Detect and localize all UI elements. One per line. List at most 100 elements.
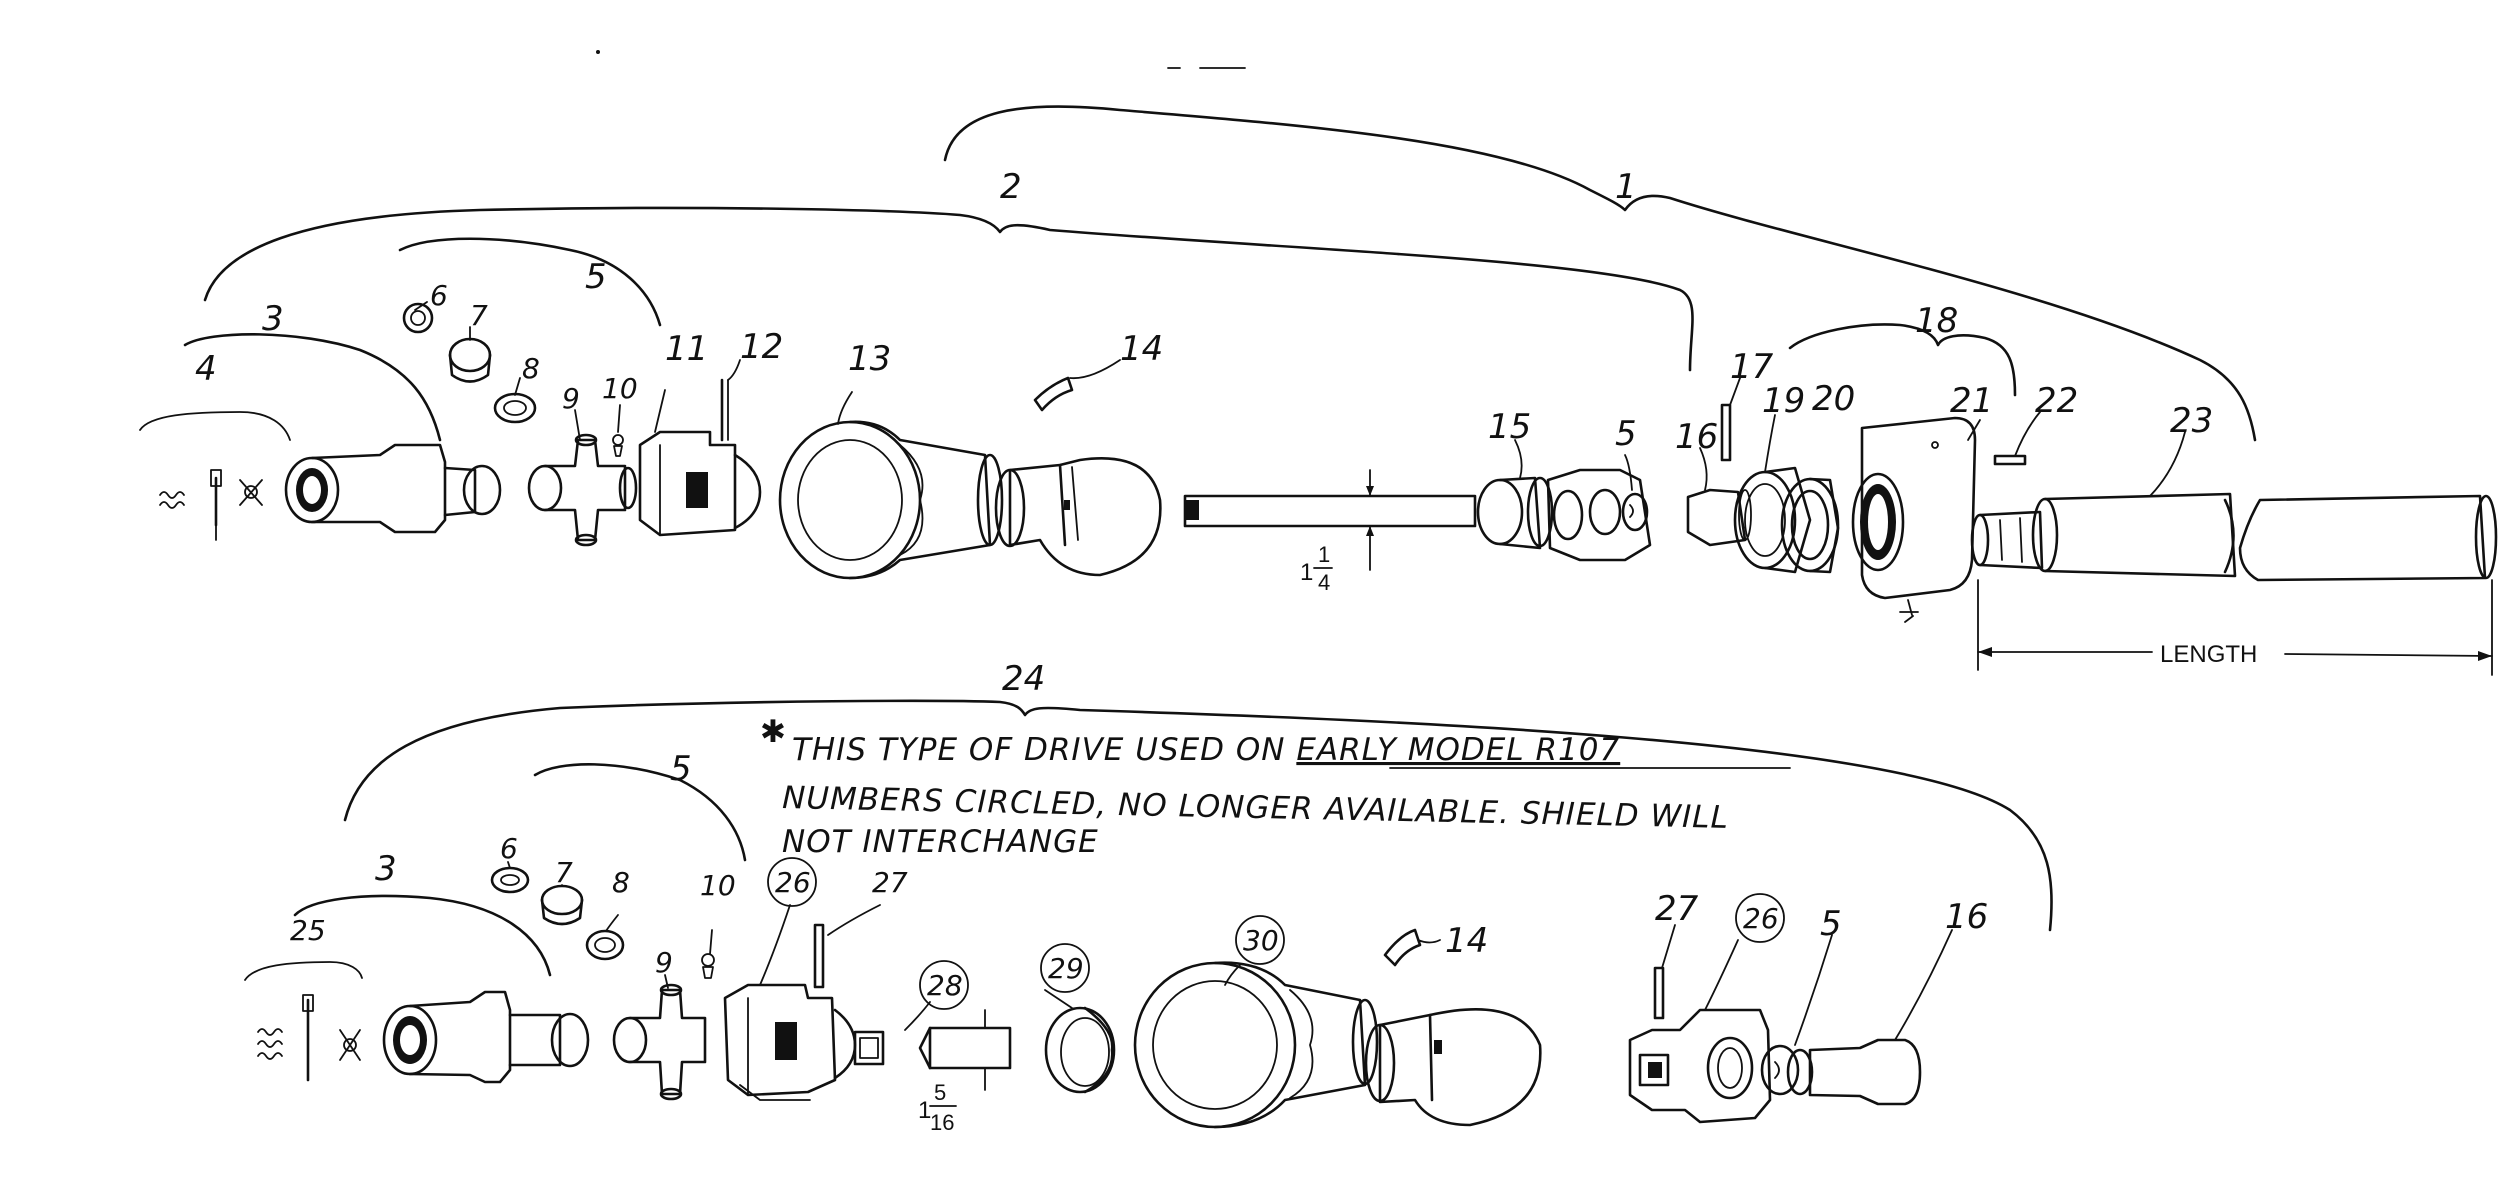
part-8-seal-lower	[585, 929, 625, 961]
part-23-tube	[1970, 492, 2498, 582]
dim-whole-lower: 1	[918, 1097, 931, 1124]
callout-25: 25	[290, 914, 326, 947]
part-13-shield-cone	[778, 420, 1004, 580]
callout-26b: 26	[1743, 902, 1779, 935]
part-14-shield-bell	[994, 376, 1162, 577]
note-line-3: NOT INTERCHANGE	[782, 824, 1099, 860]
part-15-collar	[1476, 476, 1554, 550]
callout-16-lower: 16	[1945, 897, 1988, 937]
callout-20: 20	[1812, 379, 1855, 419]
circled-markers	[767, 857, 1785, 1010]
part-3-yoke	[284, 443, 502, 534]
part-26-yoke-right	[1628, 1008, 1772, 1124]
part-4-hardware	[159, 469, 263, 541]
part-7-bearing-cup-lower	[540, 884, 584, 926]
part-16-coupler	[1686, 488, 1752, 547]
note-line-1-prefix: THIS TYPE OF DRIVE USED ON	[792, 732, 1296, 768]
part-20-ring	[1780, 477, 1840, 574]
part-5-u-joint-right	[1760, 1044, 1814, 1096]
callout-8-lower: 8	[612, 866, 630, 899]
callout-27b: 27	[1655, 889, 1699, 929]
callout-3: 3	[262, 299, 284, 339]
callout-21: 21	[1950, 381, 1993, 421]
callout-5: 5	[585, 257, 607, 297]
callout-9: 9	[562, 382, 580, 415]
dimension-1-5-16: 1 5 16	[918, 1080, 957, 1135]
callout-17: 17	[1730, 347, 1774, 387]
dim-den-lower: 16	[930, 1110, 954, 1135]
callout-7: 7	[470, 299, 488, 332]
callout-1: 1	[1615, 167, 1637, 207]
callout-14: 14	[1120, 329, 1163, 369]
drive-note: ✱ THIS TYPE OF DRIVE USED ON EARLY MODEL…	[760, 714, 1791, 860]
callout-19: 19	[1762, 381, 1805, 421]
callout-7-lower: 7	[555, 856, 573, 889]
part-9-cross-lower	[612, 983, 707, 1101]
part-26-yoke	[723, 983, 857, 1101]
callout-18: 18	[1915, 301, 1958, 341]
part-10-grease-fitting	[612, 434, 624, 457]
part-5-u-joint-upper	[1546, 468, 1652, 562]
callout-2: 2	[1000, 167, 1022, 207]
part-25-hardware	[257, 994, 361, 1082]
assembly-braces-lower	[244, 699, 2053, 981]
callout-22: 22	[2035, 381, 2078, 421]
dim-num-lower: 5	[934, 1080, 946, 1105]
callout-26a: 26	[775, 866, 811, 899]
note-line-1: THIS TYPE OF DRIVE USED ON EARLY MODEL R…	[792, 732, 1620, 768]
part-29-ring	[1044, 1006, 1116, 1094]
part-28-square-tube	[853, 1009, 1012, 1091]
part-22-pin	[1993, 454, 2027, 466]
callout-28: 28	[927, 969, 963, 1002]
callout-15: 15	[1488, 407, 1531, 447]
part-16-coupler-right	[1808, 1038, 1922, 1106]
note-line-1-model: EARLY MODEL R107	[1296, 732, 1620, 768]
stray-marks	[596, 50, 1246, 69]
upper-assembly-parts	[159, 302, 2498, 676]
callout-8: 8	[522, 352, 540, 385]
part-7-bearing-cup	[448, 337, 492, 383]
part-11-yoke	[638, 430, 762, 537]
callouts-lower: 24 3 5 6 7 8 9 10 25 26 27 28 29 30 14 2…	[290, 659, 1988, 1002]
callout-27a: 27	[872, 866, 908, 899]
part-9-cross	[527, 433, 638, 547]
dimension-1-1-4: 1 1 4	[1300, 542, 1333, 595]
callout-6-lower: 6	[500, 832, 518, 865]
callout-9-lower: 9	[655, 946, 673, 979]
part-6-snap-ring-lower	[490, 866, 530, 894]
dim-den-upper: 4	[1318, 570, 1330, 595]
part-6-snap-ring	[402, 302, 434, 334]
upper-shaft	[1183, 469, 1477, 571]
callout-3-lower: 3	[375, 849, 397, 889]
callout-5b: 5	[1615, 414, 1637, 454]
callout-12: 12	[740, 327, 783, 367]
callout-14-lower: 14	[1445, 921, 1488, 961]
part-3-yoke-lower	[382, 990, 590, 1084]
length-dimension	[1977, 579, 2493, 676]
part-30-shield-cone	[1133, 961, 1379, 1129]
callouts-upper: 1 2 3 4 5 6 7 8 9 10 11 12 13 14 15 5 16…	[195, 167, 2213, 457]
assembly-braces-upper	[139, 105, 2257, 442]
part-27-pin	[813, 923, 825, 989]
callout-23: 23	[2170, 401, 2213, 441]
part-10-grease-fitting-lower	[701, 953, 715, 979]
callout-10-lower: 10	[700, 869, 736, 902]
part-8-seal	[493, 392, 537, 424]
callout-5-lower: 5	[670, 749, 692, 789]
callout-13: 13	[848, 339, 891, 379]
leader-lines-upper	[414, 301, 2186, 497]
callout-5b-lower: 5	[1820, 904, 1842, 944]
dim-num-upper: 1	[1318, 542, 1330, 567]
length-label: LENGTH	[2160, 641, 2257, 668]
part-27-pin-right	[1653, 966, 1665, 1020]
callout-11: 11	[665, 329, 708, 369]
callout-24: 24	[1002, 659, 1045, 699]
part-14-shield-bell-lower	[1364, 928, 1542, 1127]
leader-lines-lower	[507, 861, 1953, 1046]
callout-16: 16	[1675, 417, 1718, 457]
callout-29: 29	[1048, 952, 1084, 985]
part-21-shield-plate	[1851, 416, 1977, 623]
note-asterisk: ✱	[760, 714, 787, 750]
part-12-pin	[720, 378, 729, 442]
